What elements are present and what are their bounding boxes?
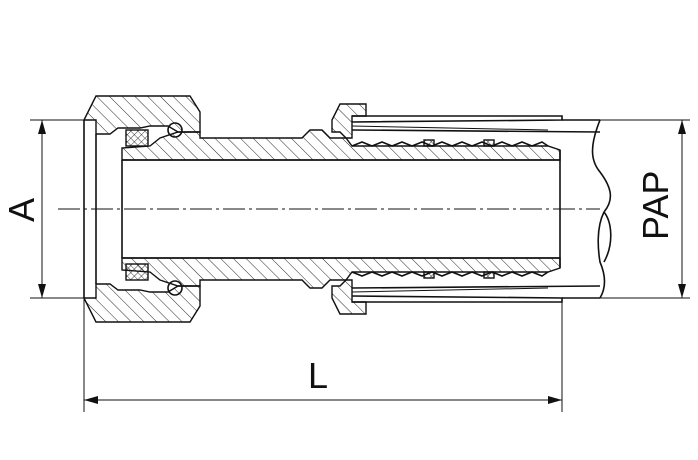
sleeve-bottom (331, 279, 563, 315)
dimension-a-label: A (1, 198, 42, 222)
dimension-l-label: L (308, 355, 328, 396)
barb-oring-1-top (423, 139, 435, 147)
barb-teeth-top (351, 141, 549, 147)
seal-ring-top (125, 129, 149, 147)
sleeve-top (331, 103, 563, 139)
barb-teeth-bottom (351, 271, 549, 277)
barb-oring-2-top (483, 139, 495, 147)
barb-oring-2-bottom (483, 271, 495, 279)
dimension-a (30, 119, 88, 299)
dimension-l (83, 298, 563, 412)
dimension-pap (562, 119, 690, 299)
dimension-pap-label: PAP (635, 171, 676, 240)
barb-oring-1-bottom (423, 271, 435, 279)
